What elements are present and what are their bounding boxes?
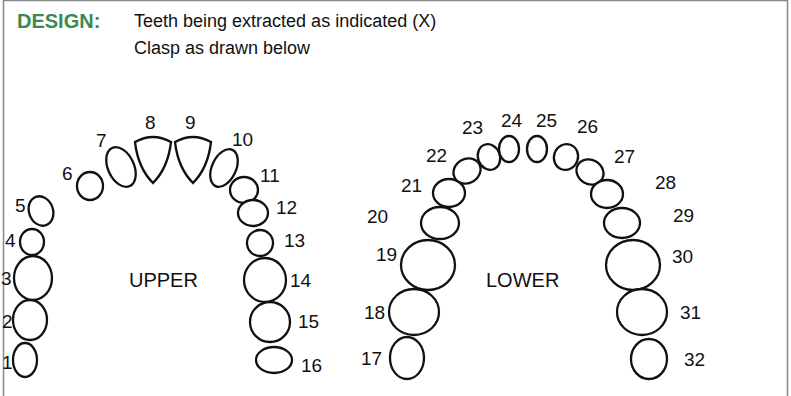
tooth (617, 289, 667, 335)
tooth-number: 19 (376, 245, 397, 264)
tooth-number: 30 (672, 247, 693, 266)
tooth-number: 22 (426, 146, 447, 165)
tooth (606, 240, 660, 290)
tooth-number: 8 (145, 113, 156, 132)
tooth-number: 29 (673, 206, 694, 225)
tooth (604, 208, 640, 238)
tooth (20, 229, 44, 255)
arch-label: UPPER (129, 270, 198, 290)
tooth-number: 6 (62, 164, 73, 183)
tooth (499, 136, 519, 162)
tooth-number: 17 (361, 349, 382, 368)
tooth (250, 302, 290, 342)
tooth-number: 11 (260, 166, 280, 185)
note-text: Teeth being extracted as indicated (X) (134, 12, 436, 30)
tooth-number: 28 (655, 173, 676, 192)
tooth-number: 13 (284, 231, 305, 250)
tooth-number: 24 (501, 111, 522, 130)
tooth (238, 200, 268, 226)
tooth-number: 27 (614, 147, 635, 166)
tooth (13, 300, 47, 340)
tooth-number: 2 (2, 312, 13, 331)
tooth-number: 5 (15, 196, 26, 215)
tooth-number: 1 (2, 353, 13, 372)
tooth (591, 180, 623, 208)
lower-teeth (389, 136, 667, 379)
arch-label: LOWER (486, 270, 559, 290)
tooth-number: 16 (301, 356, 322, 375)
tooth-number: 14 (290, 271, 311, 290)
tooth-number: 7 (96, 131, 107, 150)
tooth-number: 15 (298, 312, 319, 331)
note-text: Clasp as drawn below (134, 39, 310, 57)
tooth-number: 3 (1, 269, 12, 288)
tooth (390, 337, 424, 379)
tooth (244, 258, 286, 302)
frame (4, 1, 788, 396)
tooth-number: 26 (577, 117, 598, 136)
tooth (247, 230, 273, 256)
tooth (25, 193, 58, 229)
tooth-number: 9 (185, 113, 196, 132)
tooth-number: 21 (401, 176, 422, 195)
tooth-number: 10 (232, 130, 253, 149)
tooth-number: 23 (462, 118, 483, 137)
tooth (175, 137, 211, 183)
tooth (527, 136, 547, 162)
tooth (77, 172, 103, 200)
tooth (389, 289, 439, 335)
tooth-number: 25 (536, 111, 557, 130)
tooth (14, 256, 52, 300)
tooth (256, 347, 292, 373)
tooth (13, 343, 37, 377)
tooth-number: 18 (364, 303, 385, 322)
tooth (135, 137, 171, 183)
tooth-number: 32 (684, 350, 705, 369)
tooth-number: 31 (680, 303, 701, 322)
tooth-number: 20 (367, 207, 388, 226)
design-heading: DESIGN: (17, 11, 100, 31)
tooth (421, 207, 459, 239)
upper-teeth (13, 137, 292, 377)
tooth (631, 339, 667, 379)
tooth-number: 4 (5, 231, 16, 250)
tooth-number: 12 (276, 198, 297, 217)
tooth (401, 240, 455, 290)
